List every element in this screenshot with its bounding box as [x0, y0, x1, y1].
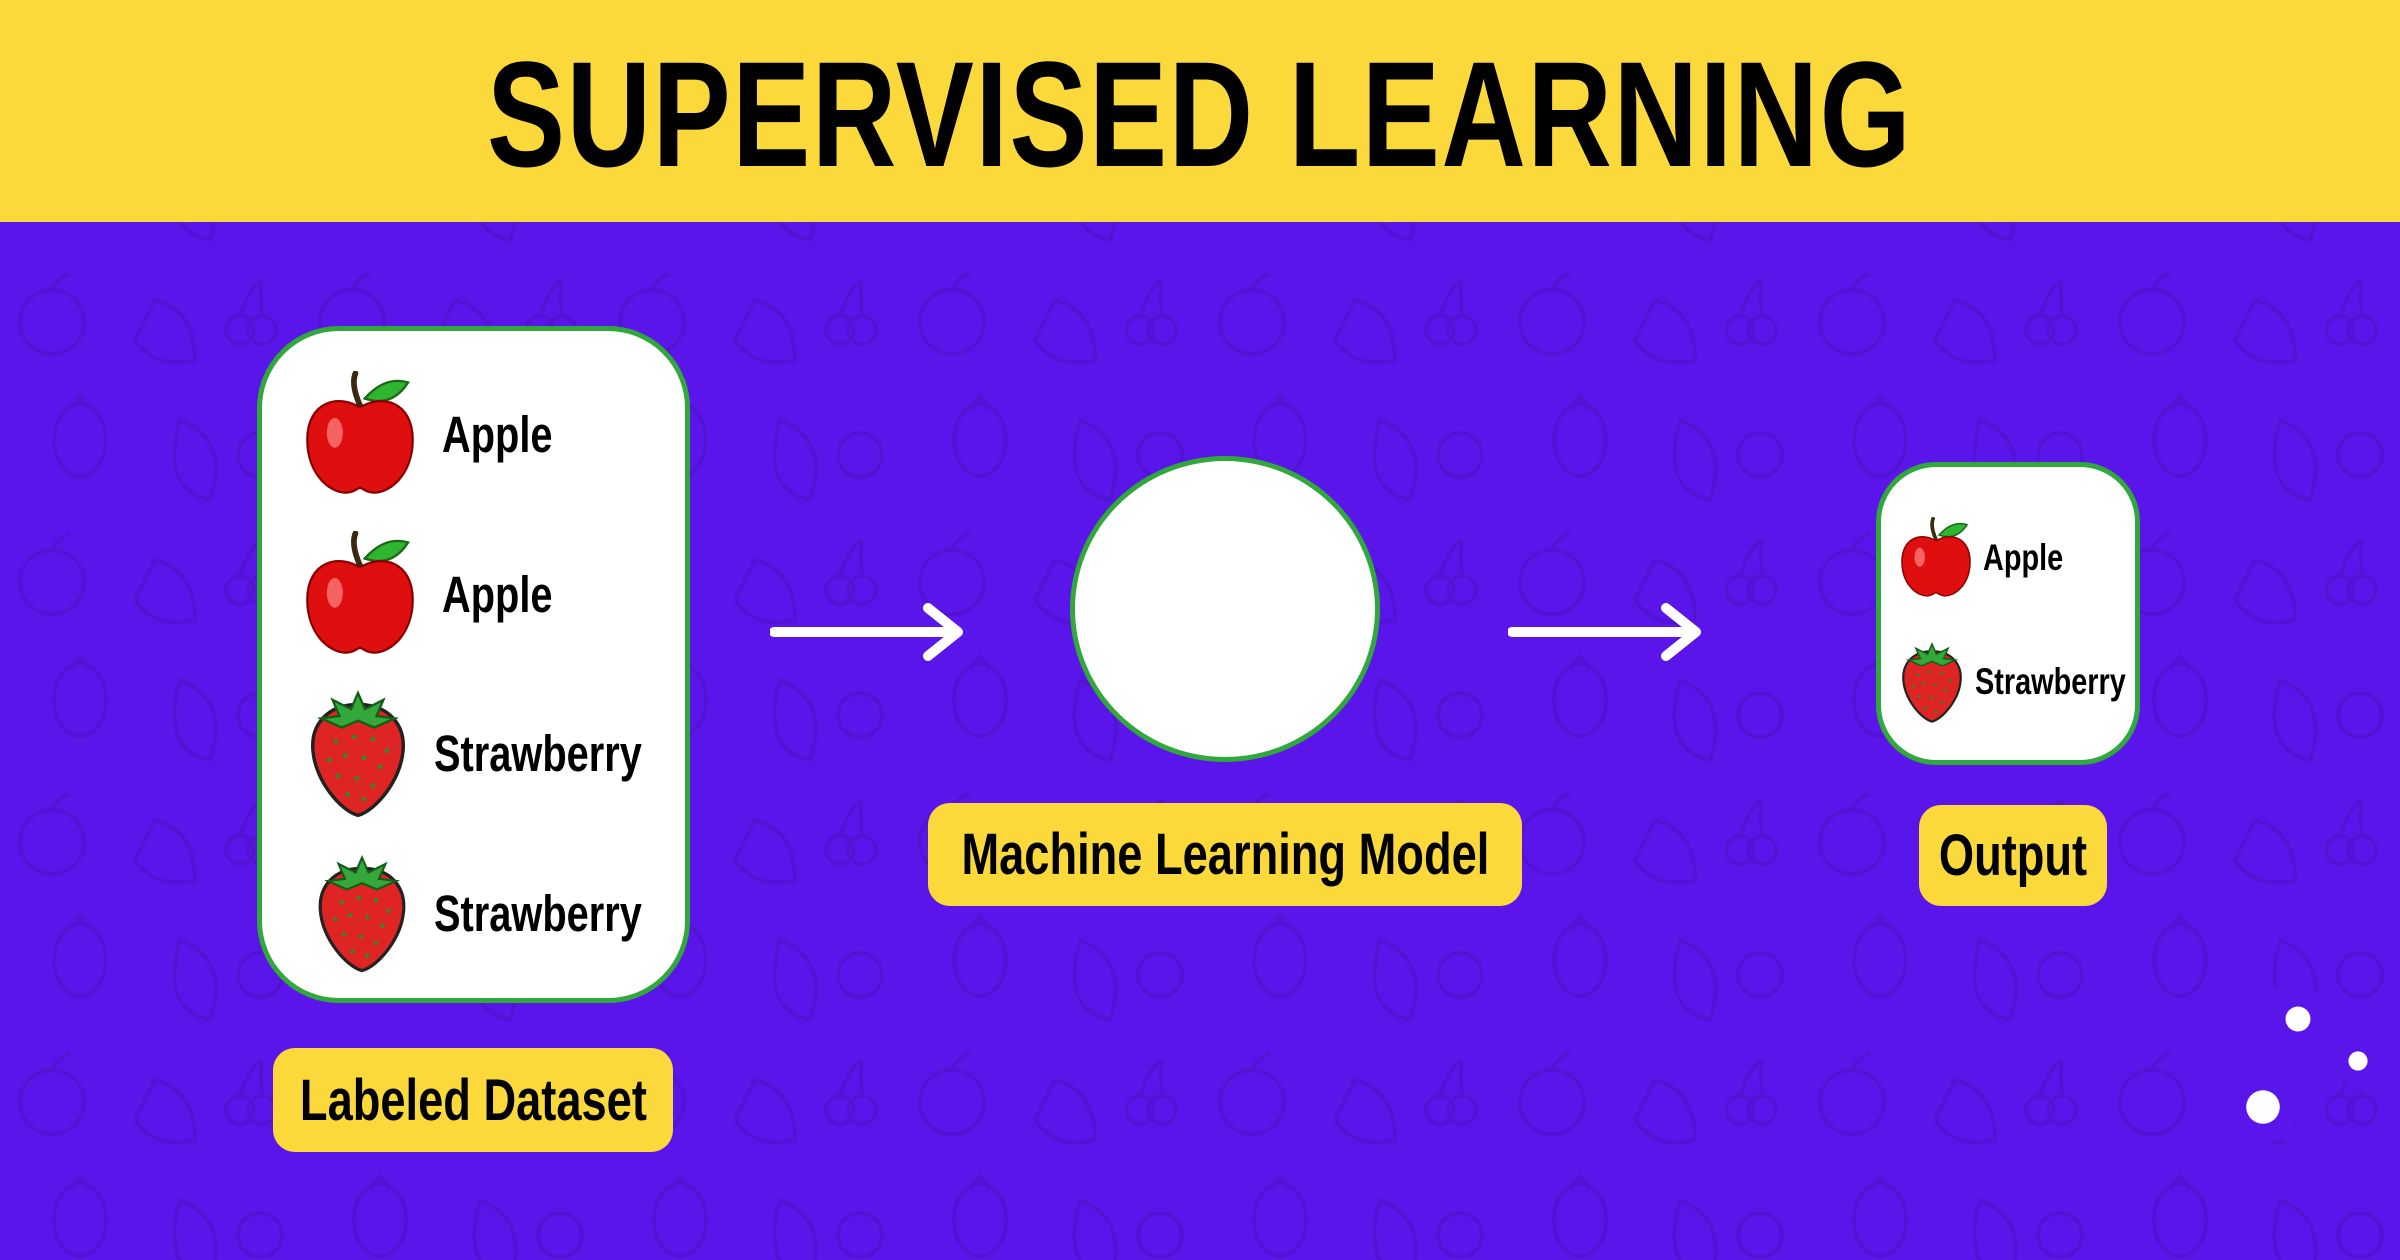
title-banner: SUPERVISED LEARNING [0, 0, 2400, 222]
output-label: Output [1919, 805, 2107, 906]
dataset-item-apple-2: Apple [302, 531, 584, 657]
dataset-item-strawberry-1: Strawberry [306, 686, 700, 820]
ml-model-text: Machine Learning Model [961, 822, 1489, 887]
labeled-dataset-label: Labeled Dataset [273, 1048, 673, 1152]
apple-icon [1901, 517, 1971, 597]
output-item-apple: Apple [1899, 517, 2086, 599]
strawberry-icon [311, 689, 405, 818]
arrow-right-icon [1508, 603, 1701, 661]
output-item-label: Strawberry [1975, 661, 2126, 702]
dataset-item-label: Apple [442, 565, 553, 623]
output-item-label: Apple [1983, 537, 2064, 578]
dataset-item-label: Strawberry [434, 724, 642, 782]
strawberry-icon [1902, 642, 1962, 723]
output-card: Apple Strawberry [1876, 462, 2140, 765]
gears-icon [2210, 980, 2388, 1160]
labeled-dataset-card: Apple Apple Strawberry [257, 326, 690, 1003]
arrow-right-icon [770, 603, 963, 661]
output-text: Output [1938, 823, 2088, 888]
dataset-item-label: Strawberry [434, 884, 642, 942]
page-title: SUPERVISED LEARNING [487, 29, 1913, 198]
dataset-item-strawberry-2: Strawberry [314, 846, 700, 980]
dataset-item-label: Apple [442, 405, 553, 463]
output-item-strawberry: Strawberry [1899, 639, 2168, 725]
dataset-item-apple-1: Apple [302, 371, 584, 497]
apple-icon [306, 371, 414, 494]
apple-icon [306, 531, 414, 654]
labeled-dataset-text: Labeled Dataset [299, 1067, 647, 1133]
strawberry-icon [318, 854, 406, 973]
ml-model-card [1070, 456, 2388, 1160]
ml-model-label: Machine Learning Model [928, 803, 1522, 906]
